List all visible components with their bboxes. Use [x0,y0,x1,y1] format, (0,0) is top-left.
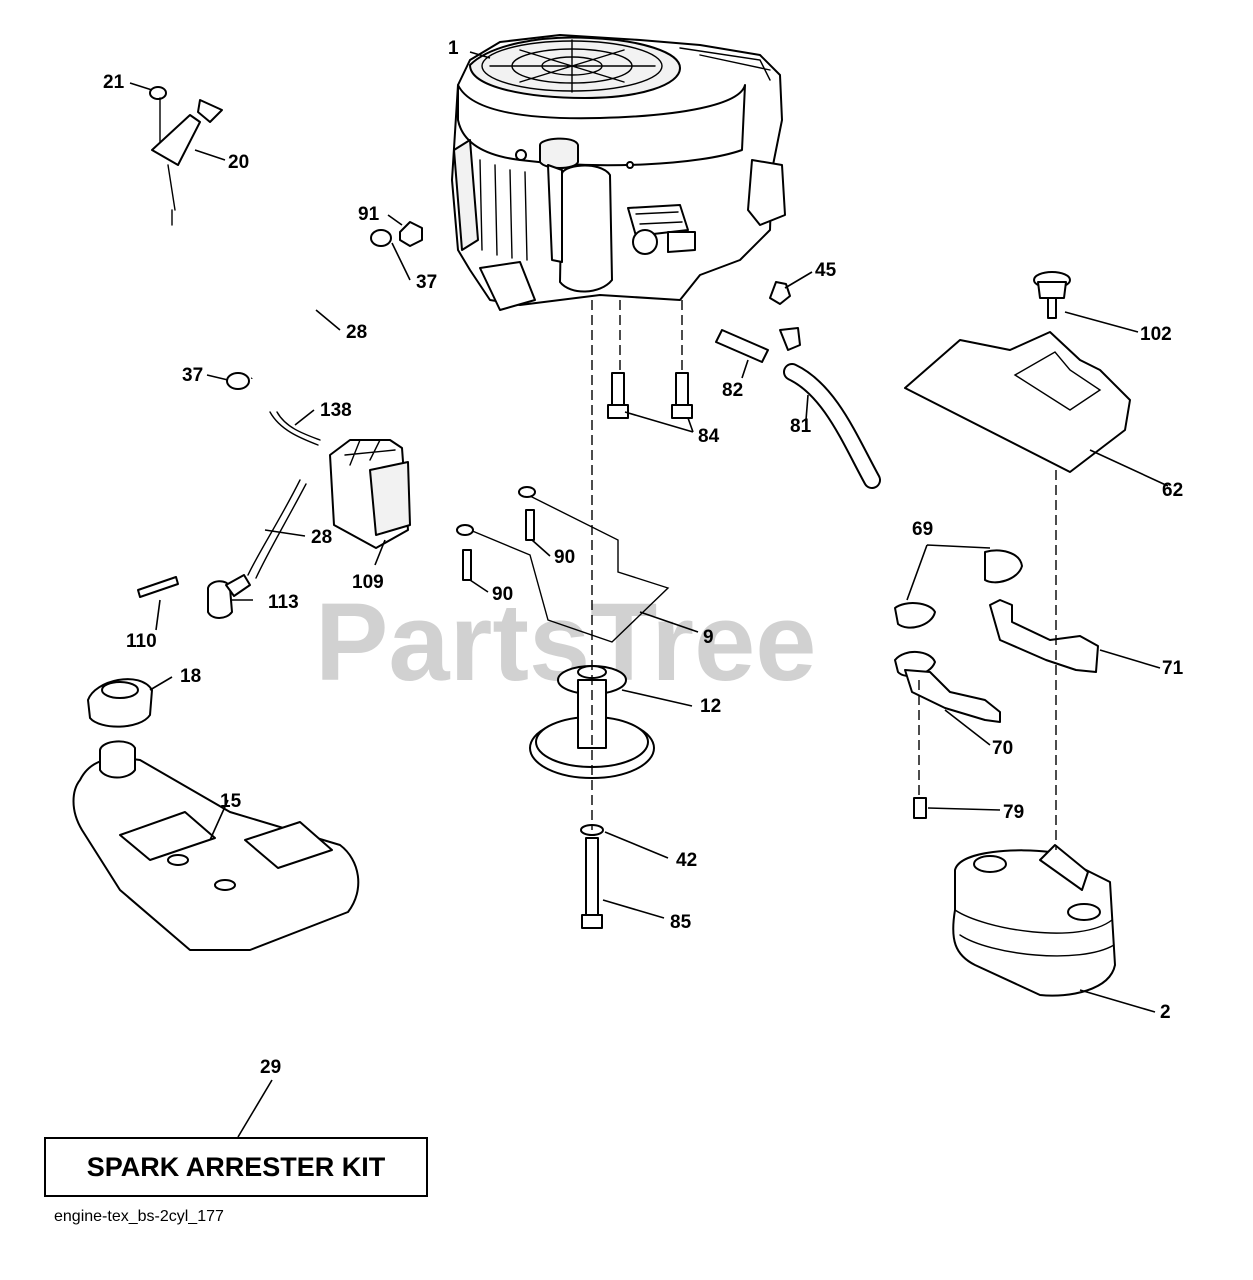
callout-110: 110 [126,631,157,652]
callout-2: 2 [1160,1002,1171,1023]
fuel-line-icon [226,221,423,390]
callout-82: 82 [722,380,743,401]
callout-9: 9 [703,627,714,648]
alignment-lines [591,300,1057,850]
callout-81: 81 [790,416,812,437]
callout-12: 12 [700,696,721,717]
callout-109: 109 [352,572,384,593]
callout-28a: 28 [346,322,367,343]
callout-138: 138 [320,400,352,421]
callout-29: 29 [260,1057,281,1078]
callout-28b: 28 [311,527,332,548]
callout-1: 1 [448,38,459,59]
callout-90b: 90 [492,584,513,605]
callout-45: 45 [815,260,837,281]
callout-62: 62 [1162,480,1183,501]
callout-70: 70 [992,738,1013,759]
muffler-icon [952,844,1116,997]
callout-79: 79 [1003,802,1024,823]
callout-91: 91 [358,204,380,225]
fuel-tank-icon [72,678,360,951]
callout-37a: 37 [416,272,437,293]
callout-113: 113 [268,592,299,613]
engine-icon [451,34,786,311]
heat-shield-icon [904,271,1131,473]
callout-85: 85 [670,912,692,933]
oil-drain-icon [715,281,881,489]
exhaust-pipe-icon [894,549,1099,819]
callout-18: 18 [180,666,201,687]
callout-90a: 90 [554,547,575,568]
callout-71: 71 [1162,658,1184,679]
fuel-filter-icon [137,411,411,619]
callout-102: 102 [1140,324,1172,345]
spark-arrester-kit-label: SPARK ARRESTER KIT [44,1137,428,1197]
callouts: 1 21 20 91 37 28 37 45 102 82 84 81 138 … [103,38,1184,1078]
throttle-control-icon [149,86,223,226]
callout-21: 21 [103,72,125,93]
diagram-code: engine-tex_bs-2cyl_177 [54,1208,224,1225]
callout-69: 69 [912,519,933,540]
leader-lines [129,51,1169,1138]
bolt-icon [607,372,693,419]
callout-20: 20 [228,152,249,173]
callout-42: 42 [676,850,697,871]
callout-84: 84 [698,426,720,447]
callout-37b: 37 [182,365,203,386]
callout-15: 15 [220,791,242,812]
bracket-icon [456,486,670,643]
